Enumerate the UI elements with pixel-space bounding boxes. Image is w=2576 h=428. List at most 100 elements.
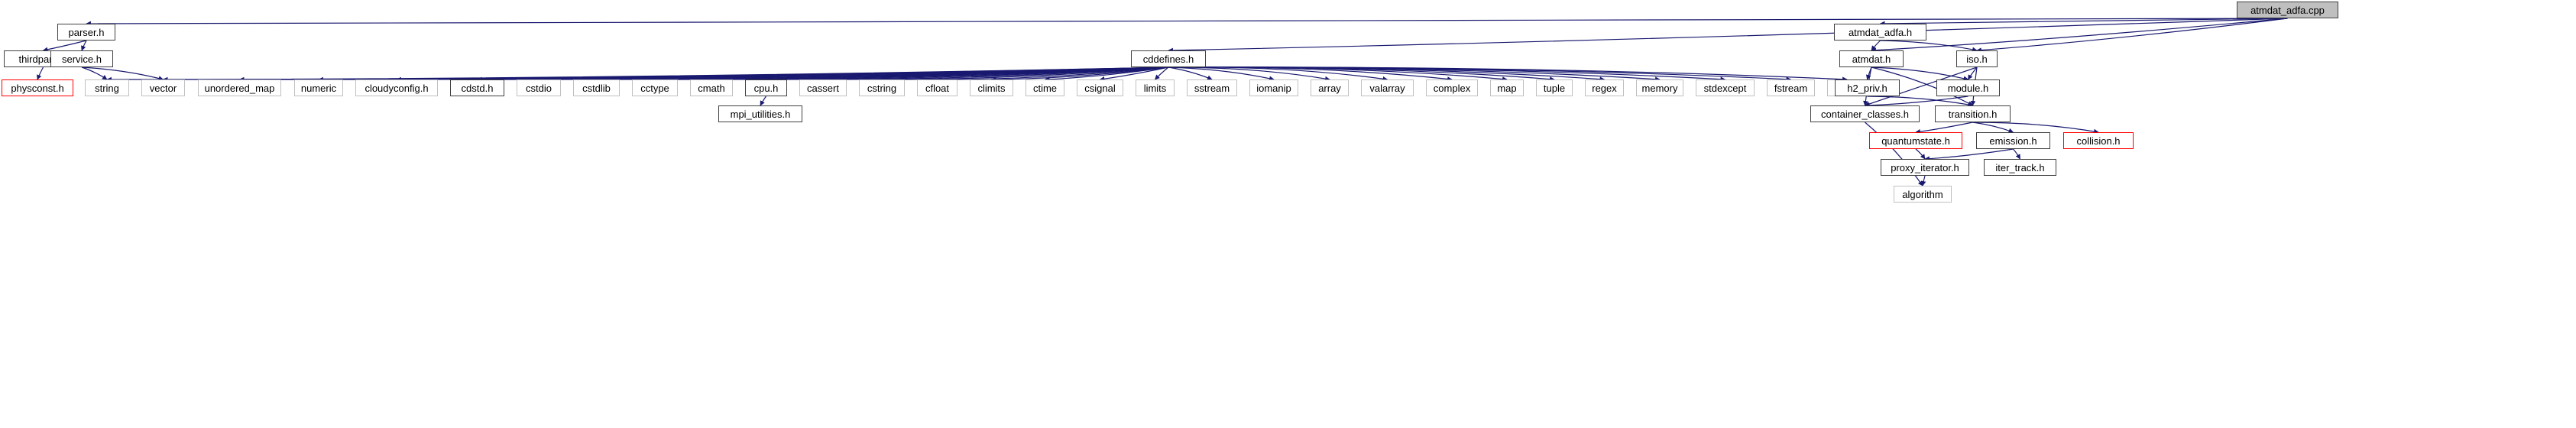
graph-node-algorithm[interactable]: algorithm xyxy=(1894,186,1952,203)
graph-node-label: transition.h xyxy=(1948,108,1998,120)
graph-node-complex[interactable]: complex xyxy=(1426,79,1478,96)
graph-node-cfloat[interactable]: cfloat xyxy=(917,79,957,96)
graph-node-vector[interactable]: vector xyxy=(141,79,185,96)
graph-node-label: quantumstate.h xyxy=(1881,135,1950,147)
graph-edge-cddefines-h-to-limits xyxy=(1155,66,1169,80)
graph-node-physconst-h[interactable]: physconst.h xyxy=(2,79,73,96)
graph-node-cmath[interactable]: cmath xyxy=(690,79,733,96)
graph-node-iso-h[interactable]: iso.h xyxy=(1956,50,1998,67)
graph-node-label: cdstd.h xyxy=(461,82,494,94)
graph-node-label: atmdat.h xyxy=(1852,53,1891,65)
graph-node-label: valarray xyxy=(1369,82,1405,94)
graph-node-limits[interactable]: limits xyxy=(1136,79,1175,96)
graph-node-atmdat-h[interactable]: atmdat.h xyxy=(1839,50,1904,67)
graph-edge-cddefines-h-to-ctime xyxy=(1044,66,1169,83)
graph-node-mpi-utilities-h[interactable]: mpi_utilities.h xyxy=(718,105,802,122)
graph-node-cassert[interactable]: cassert xyxy=(799,79,847,96)
graph-edge-service-h-to-vector xyxy=(81,66,164,81)
graph-node-unordered-map[interactable]: unordered_map xyxy=(198,79,281,96)
graph-edge-cddefines-h-to-memory xyxy=(1168,66,1661,82)
graph-node-collision-h[interactable]: collision.h xyxy=(2063,132,2134,149)
graph-node-label: tuple xyxy=(1543,82,1566,94)
graph-node-service-h[interactable]: service.h xyxy=(50,50,113,67)
graph-node-climits[interactable]: climits xyxy=(970,79,1013,96)
graph-node-label: collision.h xyxy=(2076,135,2121,147)
graph-node-fstream[interactable]: fstream xyxy=(1767,79,1815,96)
graph-node-label: iso.h xyxy=(1966,53,1988,65)
graph-node-cdstd-h[interactable]: cdstd.h xyxy=(450,79,504,96)
graph-node-label: vector xyxy=(149,82,177,94)
graph-node-label: string xyxy=(95,82,119,94)
graph-edge-atmdat-adfa-cpp-to-atmdat-h xyxy=(1871,18,2288,53)
graph-node-label: memory xyxy=(1641,82,1678,94)
graph-node-transition-h[interactable]: transition.h xyxy=(1935,105,2011,122)
graph-edge-transition-h-to-collision-h xyxy=(1972,122,2099,135)
graph-node-label: iomanip xyxy=(1256,82,1291,94)
graph-node-label: cpu.h xyxy=(753,82,779,94)
graph-node-h2-priv-h[interactable]: h2_priv.h xyxy=(1835,79,1900,96)
graph-node-iter-track-h[interactable]: iter_track.h xyxy=(1984,159,2056,176)
graph-node-string[interactable]: string xyxy=(85,79,129,96)
graph-edge-cddefines-h-to-cmath xyxy=(711,66,1169,83)
graph-node-label: fstream xyxy=(1774,82,1808,94)
graph-node-stdexcept[interactable]: stdexcept xyxy=(1696,79,1755,96)
graph-node-csignal[interactable]: csignal xyxy=(1077,79,1123,96)
graph-node-label: cctype xyxy=(640,82,669,94)
graph-edge-service-h-to-string xyxy=(81,66,108,80)
graph-node-iomanip[interactable]: iomanip xyxy=(1249,79,1298,96)
graph-node-cloudyconfig-h[interactable]: cloudyconfig.h xyxy=(355,79,438,96)
graph-node-label: stdexcept xyxy=(1703,82,1747,94)
graph-edge-parser-h-to-service-h xyxy=(81,40,87,51)
graph-node-label: emission.h xyxy=(1989,135,2037,147)
graph-edge-cddefines-h-to-climits xyxy=(990,66,1169,83)
graph-node-label: iter_track.h xyxy=(1995,161,2045,173)
graph-edge-cddefines-h-to-complex xyxy=(1168,66,1453,82)
graph-edge-atmdat-adfa-cpp-to-iso-h xyxy=(1976,18,2288,53)
graph-node-cddefines-h[interactable]: cddefines.h xyxy=(1131,50,1206,67)
graph-node-label: array xyxy=(1318,82,1341,94)
graph-node-parser-h[interactable]: parser.h xyxy=(57,24,115,41)
graph-node-label: cstdlib xyxy=(582,82,611,94)
graph-node-container-classes-h[interactable]: container_classes.h xyxy=(1810,105,1920,122)
graph-edge-atmdat-adfa-h-to-atmdat-h xyxy=(1871,40,1881,51)
graph-node-emission-h[interactable]: emission.h xyxy=(1976,132,2050,149)
graph-node-label: atmdat_adfa.cpp xyxy=(2250,4,2325,16)
graph-node-label: map xyxy=(1497,82,1517,94)
graph-node-module-h[interactable]: module.h xyxy=(1936,79,2000,96)
graph-edge-emission-h-to-proxy-iterator-h xyxy=(1924,148,2014,161)
graph-node-map[interactable]: map xyxy=(1490,79,1524,96)
graph-node-valarray[interactable]: valarray xyxy=(1361,79,1414,96)
graph-node-cpu-h[interactable]: cpu.h xyxy=(745,79,787,96)
graph-edge-atmdat-adfa-cpp-to-atmdat-adfa-h xyxy=(1879,18,2288,27)
graph-node-label: module.h xyxy=(1947,82,1989,94)
graph-node-array[interactable]: array xyxy=(1311,79,1349,96)
graph-node-quantumstate-h[interactable]: quantumstate.h xyxy=(1869,132,1962,149)
graph-edge-cddefines-h-to-vector xyxy=(162,66,1169,83)
graph-node-label: unordered_map xyxy=(204,82,275,94)
graph-node-regex[interactable]: regex xyxy=(1585,79,1624,96)
graph-node-label: parser.h xyxy=(68,26,105,38)
graph-edge-cddefines-h-to-valarray xyxy=(1168,66,1388,82)
graph-edge-cddefines-h-to-map xyxy=(1168,66,1508,82)
graph-node-sstream[interactable]: sstream xyxy=(1187,79,1237,96)
graph-node-memory[interactable]: memory xyxy=(1636,79,1683,96)
graph-edge-parser-h-to-thirdparty-h xyxy=(42,40,87,53)
graph-node-cctype[interactable]: cctype xyxy=(632,79,678,96)
graph-edge-emission-h-to-iter-track-h xyxy=(2013,148,2021,160)
graph-node-tuple[interactable]: tuple xyxy=(1536,79,1573,96)
graph-edge-thirdparty-h-to-physconst-h xyxy=(37,66,44,80)
graph-edge-atmdat-adfa-cpp-to-cddefines-h xyxy=(1168,18,2288,54)
graph-node-cstdio[interactable]: cstdio xyxy=(517,79,561,96)
graph-node-atmdat-adfa-h[interactable]: atmdat_adfa.h xyxy=(1834,24,1926,41)
graph-edge-cpu-h-to-mpi-utilities-h xyxy=(760,96,766,106)
graph-edge-atmdat-adfa-cpp-to-parser-h xyxy=(86,18,2288,27)
graph-node-label: cstring xyxy=(867,82,897,94)
graph-node-ctime[interactable]: ctime xyxy=(1026,79,1064,96)
graph-node-atmdat-adfa-cpp[interactable]: atmdat_adfa.cpp xyxy=(2237,2,2338,18)
graph-node-cstring[interactable]: cstring xyxy=(859,79,905,96)
graph-node-proxy-iterator-h[interactable]: proxy_iterator.h xyxy=(1881,159,1969,176)
graph-node-numeric[interactable]: numeric xyxy=(294,79,343,96)
graph-node-cstdlib[interactable]: cstdlib xyxy=(573,79,620,96)
